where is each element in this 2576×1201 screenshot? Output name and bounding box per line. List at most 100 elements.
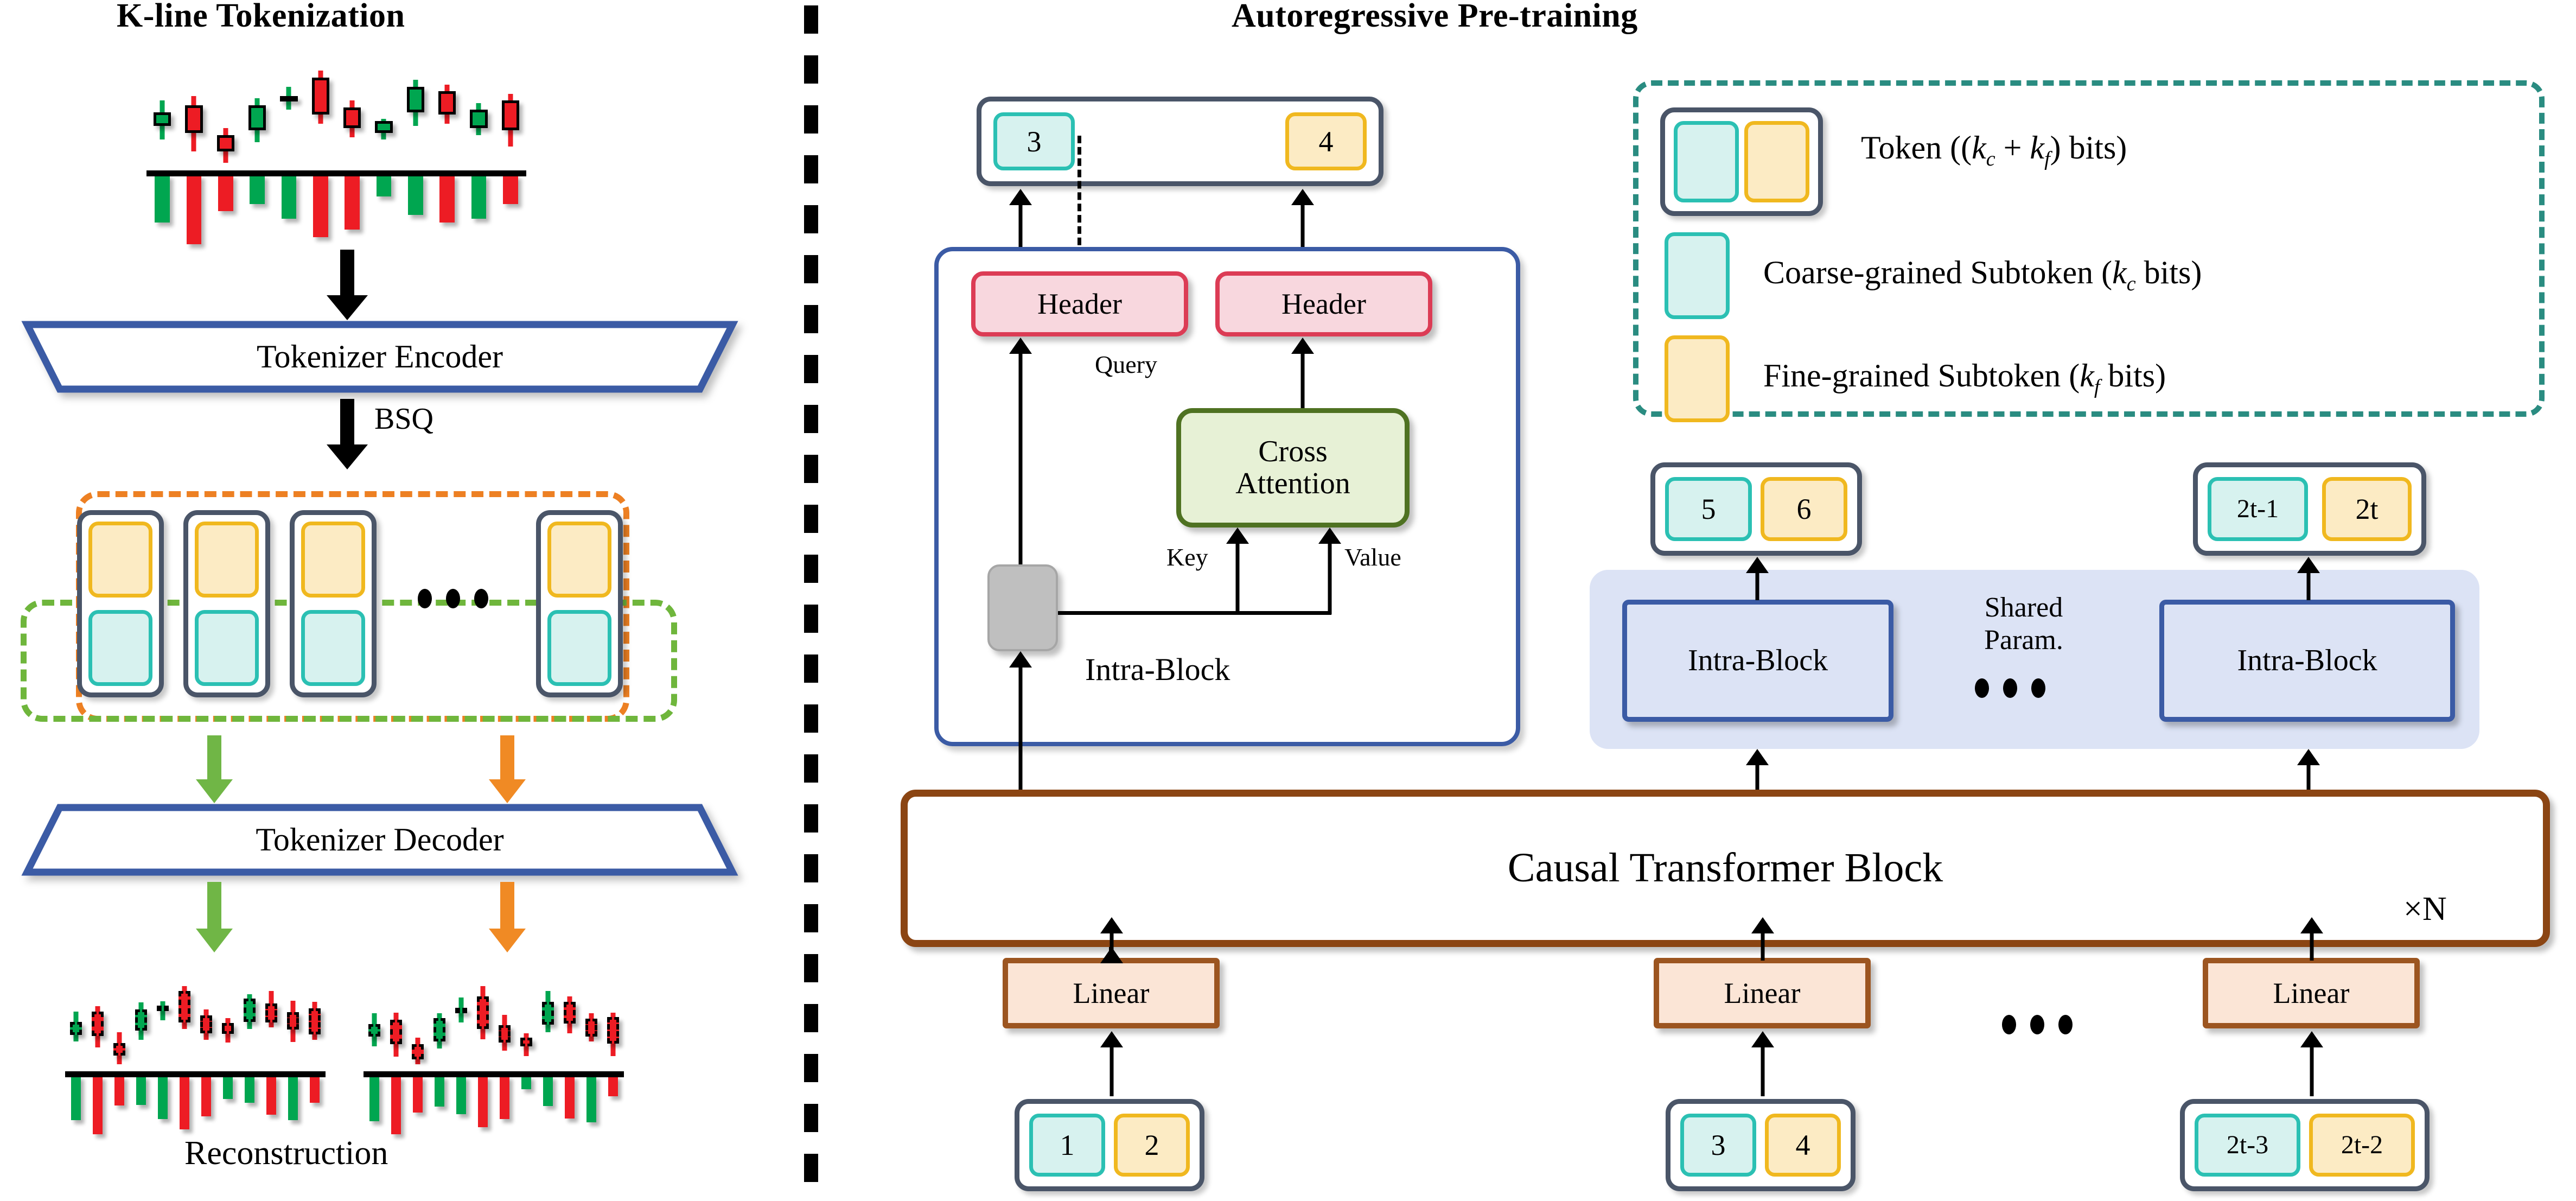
candle-body <box>156 1006 169 1012</box>
volume-bar <box>608 1076 619 1096</box>
value-label: Value <box>1344 543 1401 571</box>
linear-block-2[interactable]: Linear <box>1654 958 1871 1028</box>
shared-param-line2: Param. <box>1984 625 2063 656</box>
candle <box>265 977 278 1069</box>
bsq-token-1[interactable] <box>77 510 164 697</box>
bsq-token-3[interactable] <box>290 510 377 697</box>
candle-body <box>248 105 266 131</box>
candle-body <box>585 1018 598 1037</box>
mid-token-2t[interactable]: 2t-1 2t <box>2193 462 2426 556</box>
gray-node <box>987 564 1058 651</box>
key-label: Key <box>1166 543 1208 571</box>
legend-token-tail: ) bits) <box>2050 130 2127 166</box>
candle <box>520 977 533 1069</box>
candle-body <box>200 1015 213 1033</box>
candle-body <box>438 91 456 115</box>
bsq-token-2-coarse <box>195 610 259 686</box>
legend-coarse-text-post: bits) <box>2135 255 2202 290</box>
causal-transformer-block[interactable]: Causal Transformer Block <box>901 790 2550 947</box>
legend-fine-sub: f <box>2094 376 2100 398</box>
candle <box>585 977 598 1069</box>
output-token-coarse: 3 <box>993 112 1075 170</box>
shared-param-line1: Shared <box>1984 592 2063 624</box>
legend-token-fine-swatch <box>1744 121 1809 202</box>
input-token-12-fine: 2 <box>1114 1114 1190 1177</box>
arrow-cross-to-header2 <box>1290 338 1315 408</box>
arrow-linear1-up <box>1099 917 1124 961</box>
candle <box>185 60 203 168</box>
candle-body <box>433 1018 446 1042</box>
candle-body <box>406 86 425 112</box>
bsq-token-2-fine <box>195 522 259 598</box>
arrow-to-encoder <box>326 250 369 320</box>
input-token-2t3[interactable]: 2t-3 2t-2 <box>2180 1099 2430 1191</box>
volume-bar <box>434 1076 445 1107</box>
candle-body <box>178 990 191 1022</box>
header-coarse[interactable]: Header <box>971 271 1188 336</box>
legend-token-coarse-swatch <box>1674 121 1739 202</box>
candle <box>280 60 298 168</box>
candle <box>286 977 299 1069</box>
volume-bar <box>309 1076 320 1103</box>
candle-body <box>368 1024 381 1037</box>
input-token-34-coarse: 3 <box>1680 1114 1756 1177</box>
bsq-token-ellipsis <box>418 589 488 608</box>
candle <box>411 977 424 1069</box>
input-token-2t3-fine: 2t-2 <box>2309 1114 2415 1177</box>
chart-baseline <box>146 170 526 176</box>
tokenizer-encoder-block[interactable]: Tokenizer Encoder <box>21 320 738 393</box>
candle <box>311 60 330 168</box>
arrow-bsq <box>326 399 369 469</box>
legend-token-text: Token (( <box>1861 130 1972 166</box>
candle-body <box>311 77 330 115</box>
volume-bar <box>586 1076 597 1122</box>
legend-token-swatch <box>1660 107 1823 216</box>
arrow-linear2-up <box>1750 917 1775 961</box>
candle-body <box>343 107 361 129</box>
volume-bar <box>477 1076 488 1127</box>
volume-bar <box>376 175 392 197</box>
linear-block-3[interactable]: Linear <box>2203 958 2420 1028</box>
volume-bar <box>521 1076 532 1089</box>
input-token-34-fine: 4 <box>1765 1114 1841 1177</box>
arrow-key-to-cross <box>1225 528 1250 614</box>
arrow-causal-to-intra-left <box>1745 749 1770 790</box>
volume-bar <box>456 1076 467 1114</box>
candle <box>135 977 148 1069</box>
bsq-token-1-coarse <box>88 610 152 686</box>
bsq-token-1-fine <box>88 522 152 598</box>
candle-body <box>390 1020 403 1045</box>
linear-row-ellipsis <box>2002 1015 2073 1034</box>
legend-token-mid: + <box>1995 130 2030 166</box>
candle <box>438 60 456 168</box>
volume-bar <box>250 175 265 204</box>
arrow-gray-to-header1 <box>1008 338 1033 631</box>
cross-attention-line2: Attention <box>1235 467 1350 500</box>
cross-attention-block[interactable]: Cross Attention <box>1176 408 1410 528</box>
arrow-causal-to-intra-right <box>2296 749 2321 790</box>
bsq-token-n[interactable] <box>536 510 623 697</box>
mid-token-56[interactable]: 5 6 <box>1650 462 1862 556</box>
tokenizer-decoder-block[interactable]: Tokenizer Decoder <box>21 803 738 876</box>
intra-block-left[interactable]: Intra-Block <box>1622 600 1893 722</box>
bsq-token-2[interactable] <box>183 510 270 697</box>
volume-bar <box>503 175 518 204</box>
legend-coarse-label: Coarse-grained Subtoken (kc bits) <box>1763 255 2202 295</box>
header-fine[interactable]: Header <box>1215 271 1432 336</box>
candle <box>498 977 511 1069</box>
intra-block-detail-label: Intra-Block <box>1085 652 1230 687</box>
reconstruction-label: Reconstruction <box>184 1135 388 1172</box>
bsq-token-3-fine <box>301 522 365 598</box>
chart-baseline <box>65 1071 326 1077</box>
legend-token-label: Token ((kc + kf) bits) <box>1861 130 2127 170</box>
shared-param-label: Shared Param. <box>1931 581 2116 668</box>
input-kline-chart <box>146 60 526 244</box>
output-token[interactable]: 3 4 <box>977 97 1383 186</box>
linear-block-1[interactable]: Linear <box>1003 958 1220 1028</box>
cross-attention-line1: Cross <box>1258 435 1328 469</box>
intra-block-right[interactable]: Intra-Block <box>2159 600 2455 722</box>
input-token-12-coarse: 1 <box>1029 1114 1105 1177</box>
volume-bar <box>499 1076 510 1120</box>
input-token-34[interactable]: 3 4 <box>1666 1099 1856 1191</box>
input-token-12[interactable]: 1 2 <box>1015 1099 1204 1191</box>
